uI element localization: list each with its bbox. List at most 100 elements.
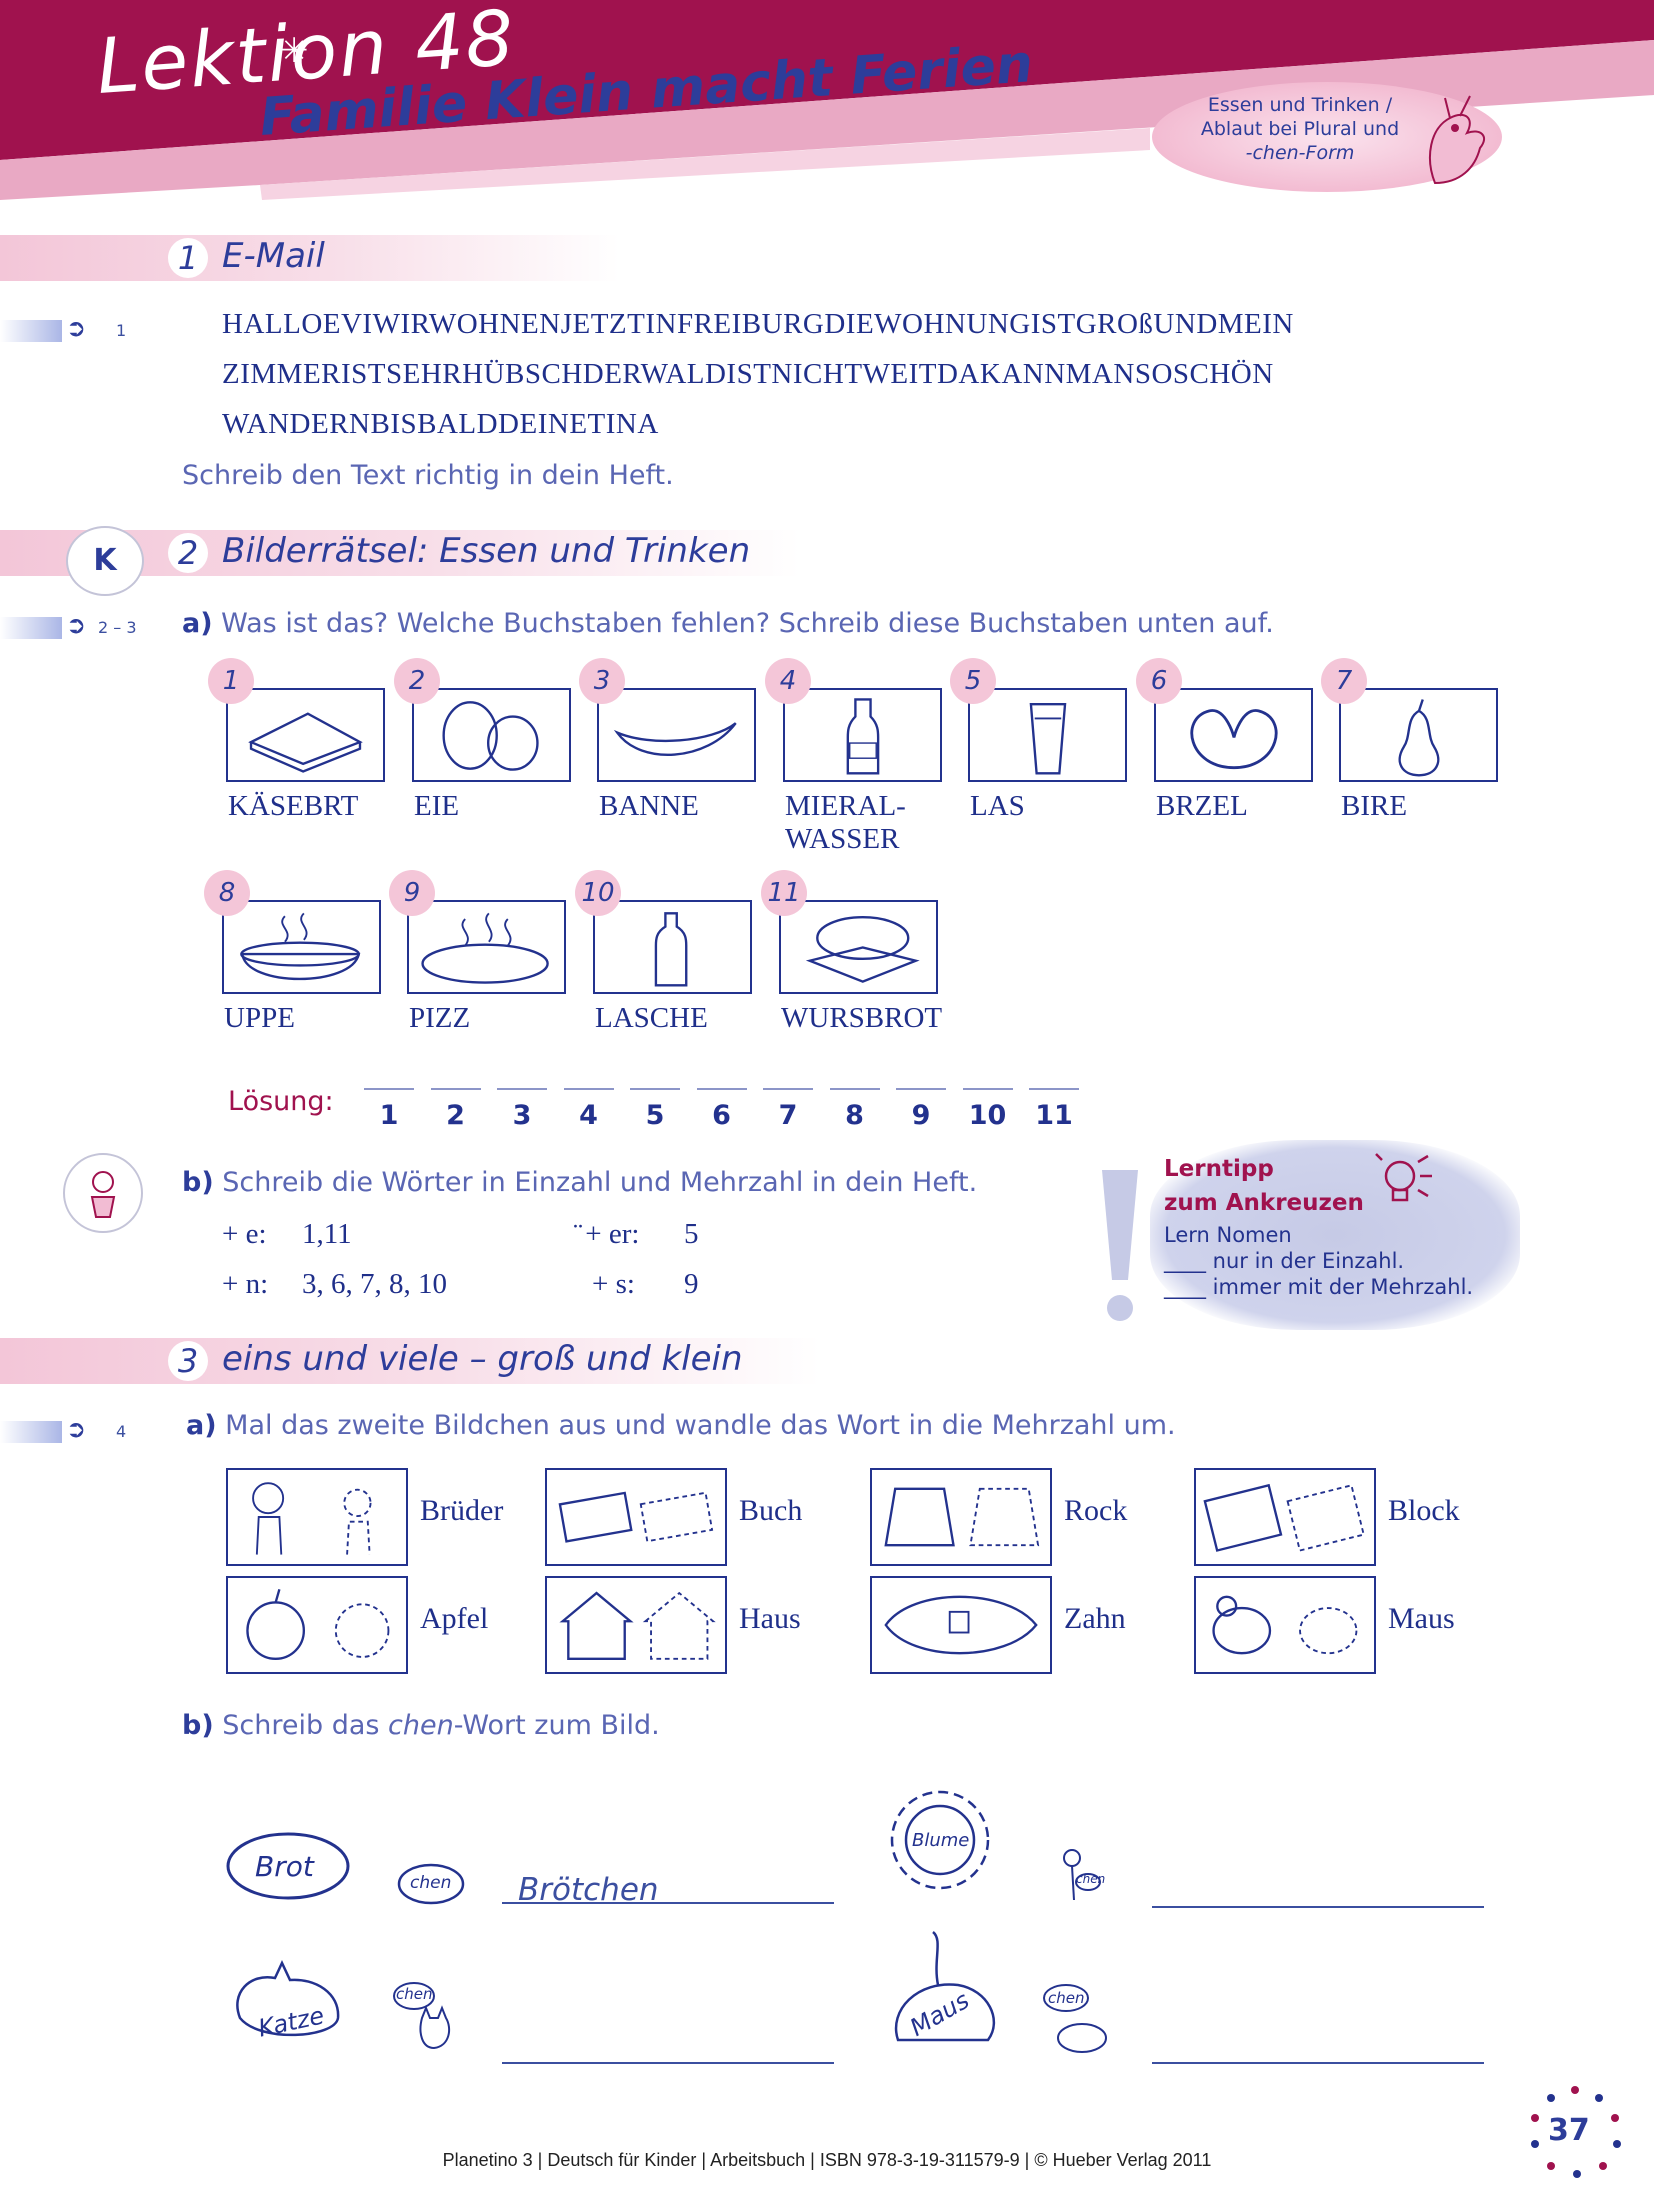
plural-rule-er: ̈ + er:	[578, 1218, 640, 1250]
solution-blank[interactable]	[763, 1088, 813, 1090]
picture-pair-icon	[558, 1491, 714, 1543]
solution-number: 5	[645, 1100, 665, 1131]
plural-picture-rock[interactable]	[870, 1468, 1052, 1566]
k-badge: K	[66, 526, 144, 596]
picture-number: 5	[950, 658, 996, 704]
chen-suffix: chen	[396, 1985, 433, 2003]
picture-number: 11	[761, 870, 807, 916]
exercise-title-3: eins und viele – groß und klein	[222, 1339, 743, 1379]
track-number: 1	[116, 321, 127, 340]
chen-suffix: chen	[1048, 1989, 1085, 2007]
lightbulb-icon	[1375, 1153, 1432, 1202]
arrow-icon: ➲	[66, 1415, 87, 1443]
solution-blank[interactable]	[497, 1088, 547, 1090]
picture-pair-icon	[884, 1487, 1040, 1547]
picture-number: 9	[389, 870, 435, 916]
sausage-sandwich-icon	[805, 915, 920, 983]
exercise-title-1: E-Mail	[222, 236, 325, 276]
letter-line-2: ZIMMERISTSEHRHÜBSCHDERWALDISTNICHTWEITDA…	[222, 358, 1274, 390]
picture-label: BANNE	[599, 790, 699, 822]
answer-line-maus[interactable]	[1152, 2062, 1484, 2064]
plural-word: Maus	[1388, 1602, 1455, 1635]
picture-box-5	[968, 688, 1127, 782]
picture-label: UPPE	[224, 1002, 295, 1034]
header-banner: ✳	[0, 0, 1654, 200]
plural-picture-buch[interactable]	[545, 1468, 727, 1566]
glass-icon	[1029, 703, 1067, 775]
plural-picture-block[interactable]	[1194, 1468, 1376, 1566]
small-bread-icon	[397, 1863, 465, 1905]
picture-label: BIRE	[1341, 790, 1408, 822]
audio-marker-3	[0, 1421, 62, 1443]
picture-number: 3	[579, 658, 625, 704]
eggs-icon	[442, 701, 539, 771]
banana-icon	[613, 722, 737, 756]
exclamation-icon	[1102, 1170, 1138, 1321]
pretzel-icon	[1190, 709, 1278, 770]
picture-number: 6	[1136, 658, 1182, 704]
plural-rule-s: + s:	[592, 1268, 635, 1300]
plural-word: Zahn	[1064, 1602, 1126, 1635]
solution-blank[interactable]	[896, 1088, 946, 1090]
answer-line-brot[interactable]	[502, 1902, 834, 1904]
picture-number: 10	[575, 870, 621, 916]
chen-suffix: chen	[410, 1873, 452, 1893]
bread-icon	[226, 1832, 350, 1900]
picture-pair-icon	[246, 1588, 390, 1661]
answer-line-blume[interactable]	[1152, 1906, 1484, 1908]
picture-box-9	[407, 900, 566, 994]
solution-blank[interactable]	[1029, 1088, 1079, 1090]
soup-icon	[240, 912, 361, 981]
picture-label: LASCHE	[595, 1002, 708, 1034]
picture-box-11	[779, 900, 938, 994]
solution-blank[interactable]	[364, 1088, 414, 1090]
solution-number: 4	[579, 1100, 598, 1131]
solution-blank[interactable]	[563, 1088, 614, 1090]
plural-word: Rock	[1064, 1494, 1128, 1527]
page-number: 37	[1548, 2113, 1590, 2148]
solution-number: 11	[1035, 1100, 1073, 1131]
plural-word: Block	[1388, 1494, 1460, 1527]
chen-suffix: chen	[1076, 1872, 1106, 1886]
picture-pair-icon	[1212, 1595, 1358, 1655]
plural-picture-haus[interactable]	[545, 1576, 727, 1674]
picture-box-10	[593, 900, 752, 994]
arrow-icon: ➲	[66, 314, 87, 342]
answer-line-katze[interactable]	[502, 2062, 834, 2064]
plural-picture-maus[interactable]	[1194, 1576, 1376, 1674]
plural-picture-brüder[interactable]	[226, 1468, 408, 1566]
picture-label: KÄSEBRT	[228, 790, 359, 822]
picture-pair-icon	[559, 1591, 716, 1661]
solution-number: 3	[512, 1100, 532, 1131]
flower-word: Blume	[912, 1830, 970, 1851]
solution-blank[interactable]	[630, 1088, 680, 1090]
svg-text:✳: ✳	[280, 31, 309, 71]
lerntipp-body: Lern Nomen ____ nur in der Einzahl. ____…	[1164, 1223, 1474, 1299]
plural-picture-zahn[interactable]	[870, 1576, 1052, 1674]
cheese-sandwich-icon	[248, 712, 363, 773]
instruction-3b: b) Schreib das chen-Wort zum Bild.	[182, 1710, 660, 1741]
plural-items-e: 1,11	[302, 1218, 352, 1250]
letter-line-1: HALLOEVIWIRWOHNENJETZTINFREIBURGDIEWOHNU…	[222, 308, 1294, 340]
pizza-icon	[421, 912, 549, 984]
solution-blank[interactable]	[696, 1088, 747, 1090]
plural-picture-apfel[interactable]	[226, 1576, 408, 1674]
plural-word: Brüder	[420, 1494, 504, 1527]
picture-number: 4	[765, 658, 811, 704]
picture-label: LAS	[970, 790, 1025, 822]
plural-rule-e: + e:	[222, 1218, 267, 1250]
solution-blank[interactable]	[829, 1088, 880, 1090]
picture-pair-icon	[1203, 1483, 1365, 1552]
plural-items-s: 9	[684, 1268, 699, 1300]
solution-blank[interactable]	[962, 1088, 1013, 1090]
solution-blank[interactable]	[430, 1088, 481, 1090]
flower-icon	[890, 1790, 990, 1890]
picture-box-3	[597, 688, 756, 782]
picture-label: WURSBROT	[781, 1002, 943, 1034]
small-mouse-icon	[1043, 1984, 1107, 2053]
small-flower-icon	[1063, 1849, 1101, 1901]
solution-label: Lösung:	[228, 1086, 334, 1117]
lerntipp-title: Lerntipp zum Ankreuzen	[1164, 1156, 1364, 1216]
plural-word: Buch	[739, 1494, 803, 1527]
solution-number: 8	[845, 1100, 864, 1131]
